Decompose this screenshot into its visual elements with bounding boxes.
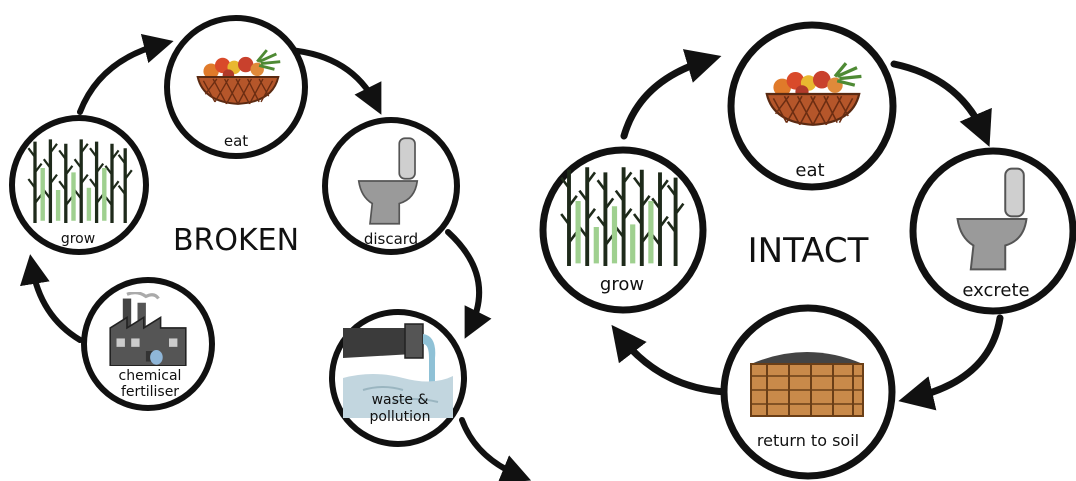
intact-node-eat: eat <box>727 21 897 191</box>
intact-grow-label: grow <box>600 274 644 295</box>
broken-node-grow: grow <box>9 115 149 255</box>
broken-node-eat: eat <box>164 15 308 159</box>
arrow-eat-to-discard <box>287 47 382 115</box>
compost-bin-icon <box>749 350 865 418</box>
intact-excrete-label: excrete <box>962 280 1029 301</box>
broken-node-discard: discard <box>322 117 460 255</box>
broken-discard-label: discard <box>364 230 418 248</box>
intact-node-grow: grow <box>539 146 707 314</box>
arrow-grow-to-eat <box>620 49 722 140</box>
intact-cycle: eat excrete return to soil grow INTACT <box>539 21 1076 480</box>
broken-fertiliser-label-2: fertiliser <box>121 384 179 400</box>
broken-arrows <box>20 33 532 481</box>
arrow-grow-to-eat <box>77 33 174 115</box>
intact-node-excrete: excrete <box>909 147 1076 315</box>
intact-node-soil: return to soil <box>720 304 896 480</box>
broken-eat-label: eat <box>224 132 248 150</box>
broken-cycle-title: BROKEN <box>173 223 299 258</box>
broken-node-waste: waste & pollution <box>329 309 467 447</box>
broken-fertiliser-label-1: chemical <box>119 368 182 384</box>
broken-waste-label-1: waste & <box>372 392 429 408</box>
intact-cycle-title: INTACT <box>748 231 869 271</box>
arrow-waste-out <box>459 417 532 481</box>
arrow-discard-to-waste <box>445 229 492 339</box>
broken-cycle: eat discard waste & pollution chemical f… <box>9 15 532 481</box>
broken-grow-label: grow <box>61 231 95 247</box>
intact-soil-label: return to soil <box>757 431 859 450</box>
intact-eat-label: eat <box>795 160 824 181</box>
arrow-soil-to-grow <box>611 324 730 396</box>
broken-node-fertiliser: chemical fertiliser <box>81 277 215 411</box>
arrow-fertiliser-to-grow <box>20 254 83 343</box>
broken-waste-label-2: pollution <box>370 409 431 425</box>
arrow-excrete-to-soil <box>898 314 1004 411</box>
intact-arrows <box>611 49 1004 411</box>
arrow-eat-to-excrete <box>890 60 992 147</box>
